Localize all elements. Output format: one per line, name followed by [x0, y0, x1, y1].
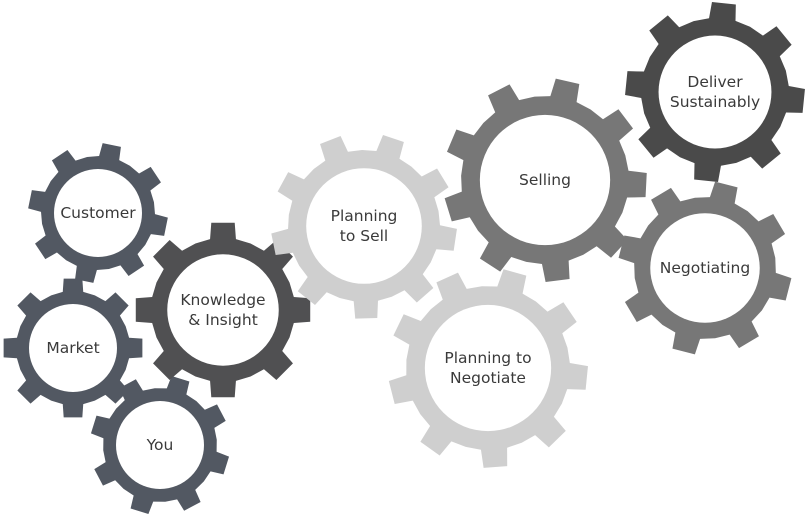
gear-label-line: Deliver	[687, 73, 743, 91]
gear-label: Customer	[60, 204, 136, 222]
gear-planning-to-negotiate: Planning to Negotiate	[388, 269, 588, 468]
gear-label-line: & Insight	[188, 311, 258, 329]
gear-label-line: Market	[46, 339, 99, 357]
gear-knowledge-insight: Knowledge & Insight	[135, 222, 311, 398]
gear-you: You	[90, 375, 230, 515]
gear-hub	[306, 168, 422, 284]
gear-hub	[116, 401, 204, 489]
gear-label-line: Planning to	[444, 349, 531, 367]
gear-label-line: Knowledge	[180, 291, 265, 309]
gear-hub	[54, 169, 142, 257]
gear-label-line: Negotiating	[660, 259, 750, 277]
gear-hub	[479, 114, 611, 246]
gear-hub	[658, 35, 772, 149]
gear-label-line: Sustainably	[670, 93, 760, 111]
gear-label: Market	[46, 339, 99, 357]
gear-label: Selling	[519, 171, 571, 189]
gear-label: You	[146, 436, 174, 454]
gear-label: Negotiating	[660, 259, 750, 277]
gear-label-line: Customer	[60, 204, 136, 222]
gear-negotiating: Negotiating	[618, 181, 792, 355]
gear-hub	[424, 304, 552, 432]
gear-hub	[29, 304, 117, 392]
gear-market: Market	[3, 278, 143, 418]
gear-planning-to-sell: Planning to Sell	[271, 134, 457, 319]
gear-hub	[167, 254, 279, 366]
gear-label-line: You	[146, 436, 174, 454]
gear-label: Planning to Sell	[331, 207, 398, 245]
gear-label: Knowledge & Insight	[180, 291, 265, 329]
gear-label-line: Selling	[519, 171, 571, 189]
gear-customer: Customer	[28, 143, 168, 283]
gear-label: Planning to Negotiate	[444, 349, 531, 387]
gear-label-line: to Sell	[340, 227, 388, 245]
gear-hub	[650, 213, 760, 323]
gear-selling: Selling	[444, 78, 647, 282]
gear-label-line: Planning	[331, 207, 398, 225]
gear-label-line: Negotiate	[450, 369, 526, 387]
